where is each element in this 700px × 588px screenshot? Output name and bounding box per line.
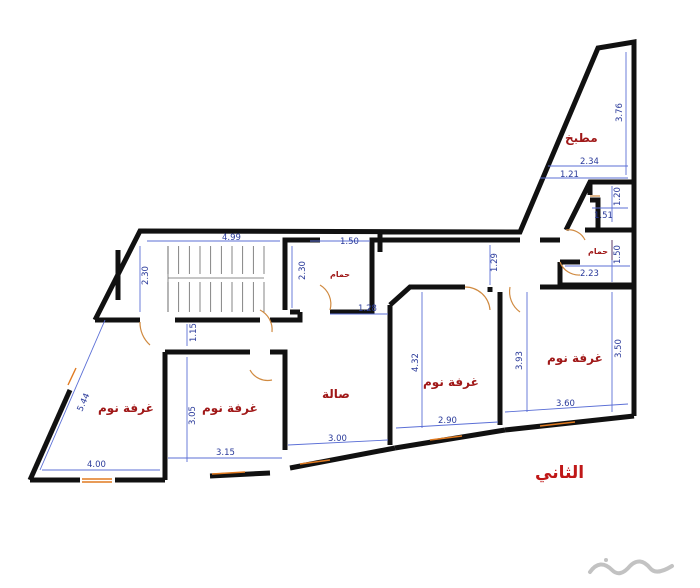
room-bedroom-right: غرفة نوم [547,351,603,366]
floor-label: الثاني [535,463,584,483]
room-bath-top: حمام [330,270,350,279]
door-bath-right [559,261,581,276]
room-bath-right: حمام [588,247,608,256]
dim-left-wall: 5.44 [76,392,93,413]
door-store [565,229,586,241]
dim-store-width: 1.51 [594,211,613,221]
door-center-bed [464,286,491,311]
room-bedroom-mid: غرفة نوم [202,401,258,416]
interior-walls [95,179,634,480]
dim-center-bed-depth: 4.32 [411,353,421,372]
dim-stair-depth: 2.30 [141,266,151,285]
window-hall [299,459,331,465]
window-center-bed [429,435,463,441]
dim-bath-width: 1.50 [340,237,359,247]
dim-bath-right-depth: 1.50 [613,245,623,264]
dim-corridor-short: 1.15 [189,323,199,342]
door-left-bed [139,321,151,346]
door-right-bed [508,286,521,313]
staircase [167,246,265,312]
dim-right-bed-width: 3.60 [556,399,575,409]
dim-kitchen-width: 2.34 [580,157,599,167]
room-bedroom-center: غرفة نوم [423,375,479,390]
room-hall: صالة [322,387,350,401]
dim-bath-depth: 2.30 [298,261,308,280]
dimension-lines [39,52,630,471]
dim-center-bed-width: 2.90 [438,416,457,426]
dim-hall-gap: 1.28 [358,304,377,314]
door-stair [259,309,273,333]
window-right-bed [539,421,576,427]
dim-kitchen-depth: 3.76 [615,103,625,122]
dim-corridor-right: 1.29 [490,253,500,272]
dim-store-depth: 1.20 [613,187,623,206]
doors [139,195,600,382]
room-kitchen: مطبخ [565,131,598,145]
dim-stair-width: 4.99 [222,233,241,243]
dim-hall-width: 3.00 [328,434,347,444]
door-bath-top [319,284,332,311]
dim-right-bed-depth-b: 3.50 [614,339,624,358]
door-mid-bed [249,369,273,382]
dim-bath-right-width: 2.23 [580,269,599,279]
dim-right-bed-depth-a: 3.93 [515,351,525,370]
dim-mid-bed-width: 3.15 [216,448,235,458]
dimension-labels: 4.99 1.50 2.30 2.30 5.44 4.00 3.15 3.05 … [76,103,625,470]
window-left-wall [67,367,77,386]
room-bedroom-left: غرفة نوم [98,401,154,416]
room-labels: مطبخ غرفة نوم غرفة نوم صالة غرفة نوم غرف… [98,131,608,416]
watermark-logo [588,558,674,576]
dim-kitchen-door: 1.21 [560,170,579,180]
dim-left-bed-width: 4.00 [87,460,106,470]
window-mid-bed [211,471,246,475]
dim-mid-bed-depth: 3.05 [188,406,198,425]
